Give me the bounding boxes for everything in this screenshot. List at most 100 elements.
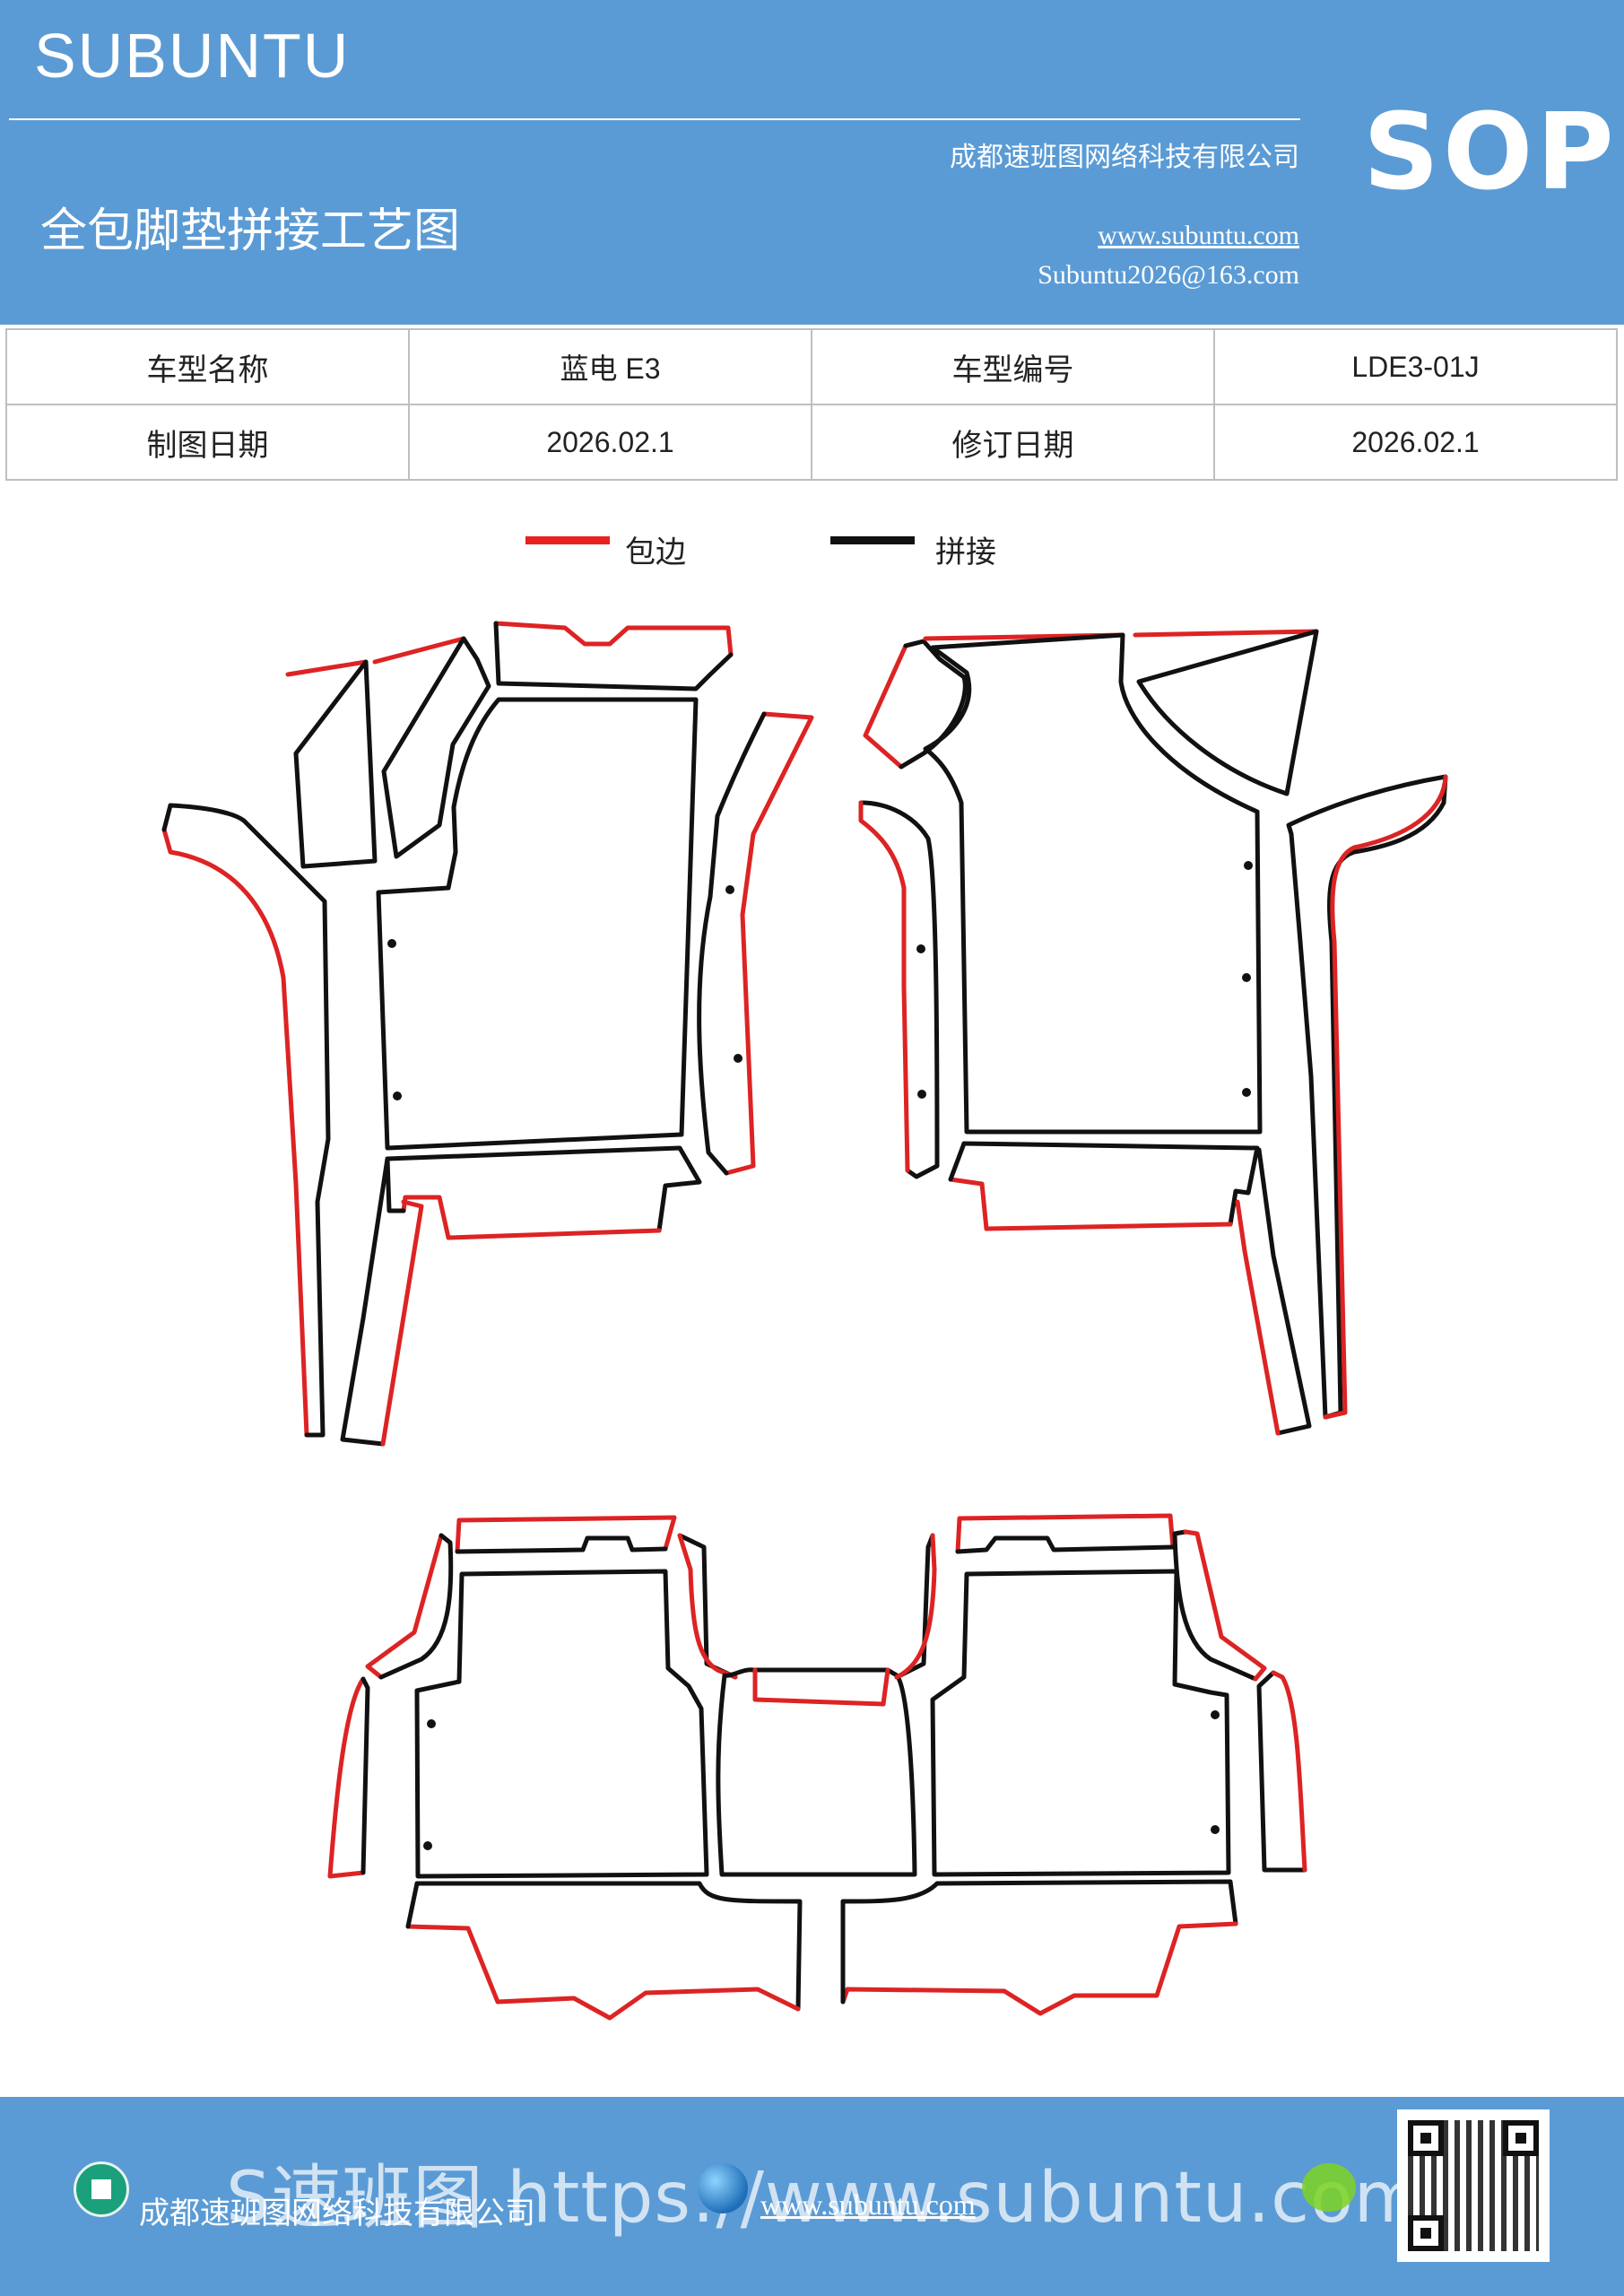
- front-right-mat-group: [858, 629, 1448, 1436]
- mat-piece: [161, 827, 309, 1438]
- building-icon: [74, 2161, 129, 2217]
- mat-piece: [380, 1199, 424, 1447]
- mat-piece: [961, 1141, 1260, 1227]
- mat-piece: [677, 1533, 738, 1680]
- website-link[interactable]: www.subuntu.com: [1098, 221, 1299, 250]
- mat-piece: [493, 621, 734, 657]
- legend-edge-label: 包边: [625, 535, 686, 570]
- mat-piece: [948, 1177, 1233, 1231]
- mat-piece: [414, 1881, 803, 2012]
- model-code-value: LDE3-01J: [1213, 328, 1618, 405]
- mat-piece: [716, 1667, 917, 1877]
- mat-piece: [1136, 629, 1319, 796]
- clip-dot: [1242, 1088, 1251, 1097]
- mat-piece: [697, 711, 767, 1176]
- legend-joint-swatch: [830, 536, 915, 544]
- mat-piece: [376, 697, 699, 1151]
- legend-edge-swatch: [525, 536, 610, 544]
- drawing-date-label: 制图日期: [5, 404, 410, 481]
- sop-badge: SOP: [1363, 90, 1618, 213]
- clip-dot: [725, 885, 734, 894]
- qr-finder-mark: [1408, 2215, 1444, 2251]
- mat-piece: [455, 1515, 677, 1554]
- email-address[interactable]: Subuntu2026@163.com: [1038, 260, 1299, 290]
- mat-piece: [1271, 1670, 1307, 1873]
- mat-piece: [863, 643, 908, 770]
- mat-piece: [724, 711, 814, 1176]
- mat-piece: [948, 1141, 967, 1182]
- floor-mat-diagram: [161, 621, 1448, 2021]
- mat-piece: [340, 1156, 390, 1447]
- mat-piece: [405, 1881, 420, 1929]
- clip-dot: [423, 1841, 432, 1850]
- table-row: 制图日期 2026.02.1 修订日期 2026.02.1: [5, 404, 1618, 481]
- model-name-value: 蓝电 E3: [408, 328, 812, 405]
- mat-piece: [1256, 1670, 1307, 1873]
- model-code-label: 车型编号: [811, 328, 1215, 405]
- clip-dot: [916, 944, 925, 953]
- brand-name: SUBUNTU: [34, 21, 351, 91]
- legend-joint-label: 拼接: [935, 535, 996, 570]
- mat-piece: [365, 1533, 444, 1680]
- qr-code: [1397, 2109, 1550, 2262]
- clip-dot: [393, 1091, 402, 1100]
- header-banner: SUBUNTU 成都速班图网络科技有限公司 全包脚垫拼接工艺图 www.subu…: [0, 0, 1624, 325]
- mat-piece: [493, 621, 734, 691]
- mat-piece: [1183, 1529, 1267, 1682]
- mat-piece: [858, 800, 940, 1179]
- mat-piece: [840, 1921, 1238, 2016]
- mat-piece: [327, 1676, 366, 1879]
- header-divider: [9, 118, 1300, 120]
- mat-piece: [360, 1676, 370, 1875]
- watermark-text: S速班图 https://www.subuntu.com: [226, 2158, 1423, 2239]
- mat-piece: [401, 1195, 662, 1240]
- mat-piece: [752, 1667, 890, 1707]
- mat-piece: [1286, 774, 1448, 1420]
- mat-piece: [372, 636, 466, 665]
- clip-dot: [387, 939, 396, 948]
- mat-piece: [405, 1924, 801, 2021]
- clip-dot: [1211, 1710, 1220, 1719]
- mat-piece: [894, 1533, 937, 1680]
- table-row: 车型名称 蓝电 E3 车型编号 LDE3-01J: [5, 328, 1618, 405]
- clip-dot: [1244, 861, 1253, 870]
- mat-piece: [455, 1535, 668, 1554]
- mat-piece: [930, 1569, 1231, 1877]
- mat-piece: [858, 800, 910, 1173]
- mat-piece: [840, 1879, 1238, 1926]
- clip-dot: [917, 1090, 926, 1099]
- clip-dot: [734, 1054, 743, 1063]
- wechat-icon: [1302, 2163, 1356, 2212]
- mat-piece: [385, 1145, 702, 1233]
- rear-mat-group: [327, 1513, 1307, 2021]
- vehicle-info-table: 车型名称 蓝电 E3 车型编号 LDE3-01J 制图日期 2026.02.1 …: [5, 328, 1618, 481]
- mat-piece: [161, 803, 331, 1438]
- clip-dot: [1211, 1825, 1220, 1834]
- mat-piece: [414, 1569, 709, 1879]
- mat-piece: [1133, 629, 1319, 638]
- footer-company-name: 成都速班图网络科技有限公司: [139, 2196, 535, 2231]
- mat-piece: [378, 1533, 454, 1680]
- mat-piece: [1235, 1199, 1281, 1436]
- front-left-mat-group: [161, 621, 814, 1447]
- globe-icon: [698, 2163, 748, 2213]
- footer-website-link[interactable]: www.subuntu.com: [760, 2188, 976, 2221]
- qr-finder-mark: [1408, 2120, 1444, 2156]
- mat-piece: [1323, 774, 1448, 1420]
- mat-piece: [955, 1513, 1176, 1554]
- drawing-date-value: 2026.02.1: [408, 404, 812, 481]
- revision-date-value: 2026.02.1: [1213, 404, 1618, 481]
- mat-piece: [1256, 1147, 1312, 1436]
- qr-finder-mark: [1503, 2120, 1539, 2156]
- mat-piece: [1172, 1529, 1258, 1682]
- mat-piece: [385, 1156, 406, 1213]
- company-name: 成都速班图网络科技有限公司: [950, 142, 1299, 173]
- mat-piece: [923, 632, 1263, 1135]
- mat-piece: [894, 1533, 935, 1680]
- mat-piece: [899, 639, 968, 770]
- revision-date-label: 修订日期: [811, 404, 1215, 481]
- clip-dot: [1242, 973, 1251, 982]
- mat-piece: [285, 659, 369, 677]
- clip-dot: [427, 1719, 436, 1728]
- mat-piece: [293, 659, 378, 869]
